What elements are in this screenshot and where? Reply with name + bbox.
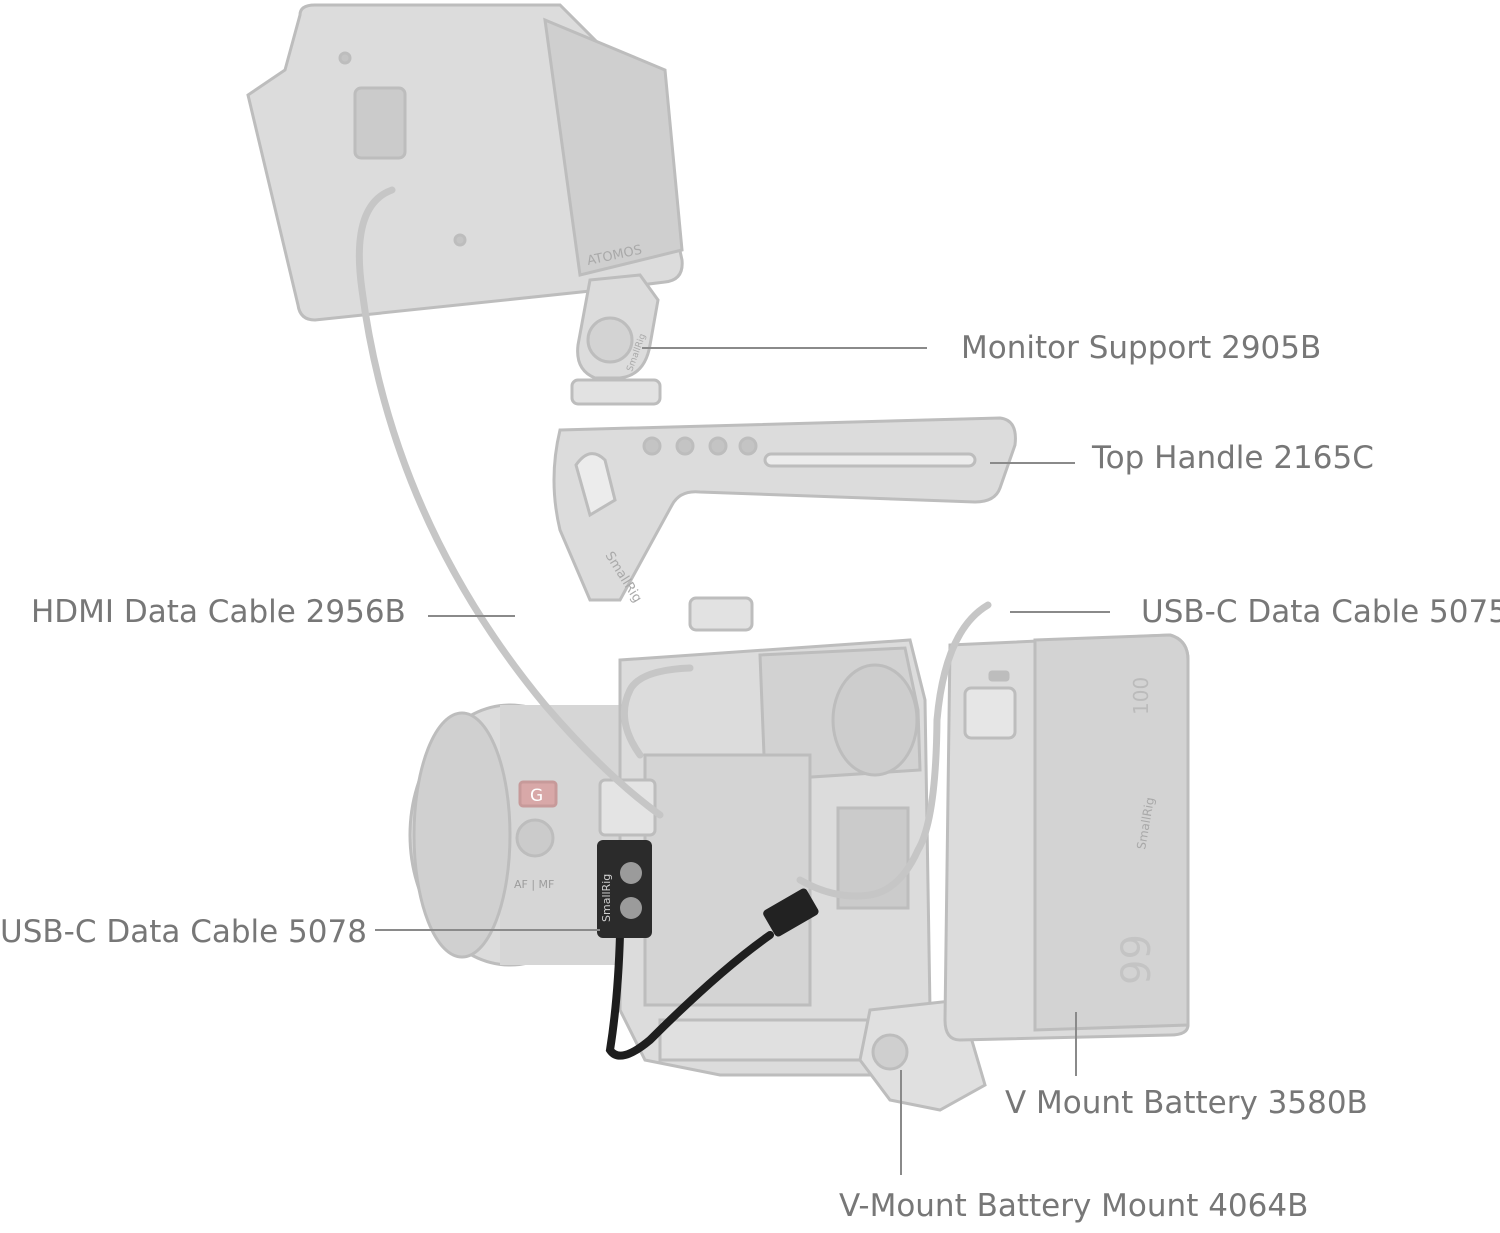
ghost-rig: ATOMOS SmallRig SmallRig (246, 3, 1190, 1112)
top-handle: SmallRig (552, 416, 1017, 632)
lens-switch-text: AF | MF (514, 878, 554, 891)
callout-usbc-5075: USB-C Data Cable 5075 (1141, 594, 1500, 630)
lens: G AF | MF (408, 703, 660, 967)
callout-vmount-battery: V Mount Battery 3580B (1005, 1085, 1368, 1121)
internal-cable-path (620, 664, 694, 759)
battery-top-mark-text: 100 (1129, 677, 1153, 715)
battery-capacity-text: 99 (1114, 934, 1160, 985)
callout-monitor-support: Monitor Support 2905B (961, 330, 1322, 366)
monitor: ATOMOS (246, 3, 684, 322)
leader-lines (375, 347, 1110, 1175)
callout-usbc-5078: USB-C Data Cable 5078 (0, 914, 367, 950)
highlighted-usbc-5078: SmallRig (597, 840, 819, 1060)
clamp-brand-text: SmallRig (600, 874, 613, 922)
clamp-screw-top (620, 862, 642, 884)
usbc-5075-path (796, 601, 992, 900)
usbc-5078-cable-path (605, 931, 774, 1060)
callout-top-handle: Top Handle 2165C (1092, 440, 1374, 476)
callout-hdmi-cable: HDMI Data Cable 2956B (31, 594, 406, 630)
callout-vmount-mount: V-Mount Battery Mount 4064B (839, 1188, 1309, 1224)
monitor-support: SmallRig (570, 273, 662, 406)
vmount-battery: 100 SmallRig 99 (943, 633, 1190, 1042)
usbc-5078-plug (763, 888, 819, 937)
hdmi-cable-path (355, 186, 664, 819)
clamp-screw-bottom (620, 897, 642, 919)
ghost-cables (355, 186, 992, 900)
camera-cage (598, 638, 932, 1077)
lens-badge-text: G (530, 786, 543, 806)
